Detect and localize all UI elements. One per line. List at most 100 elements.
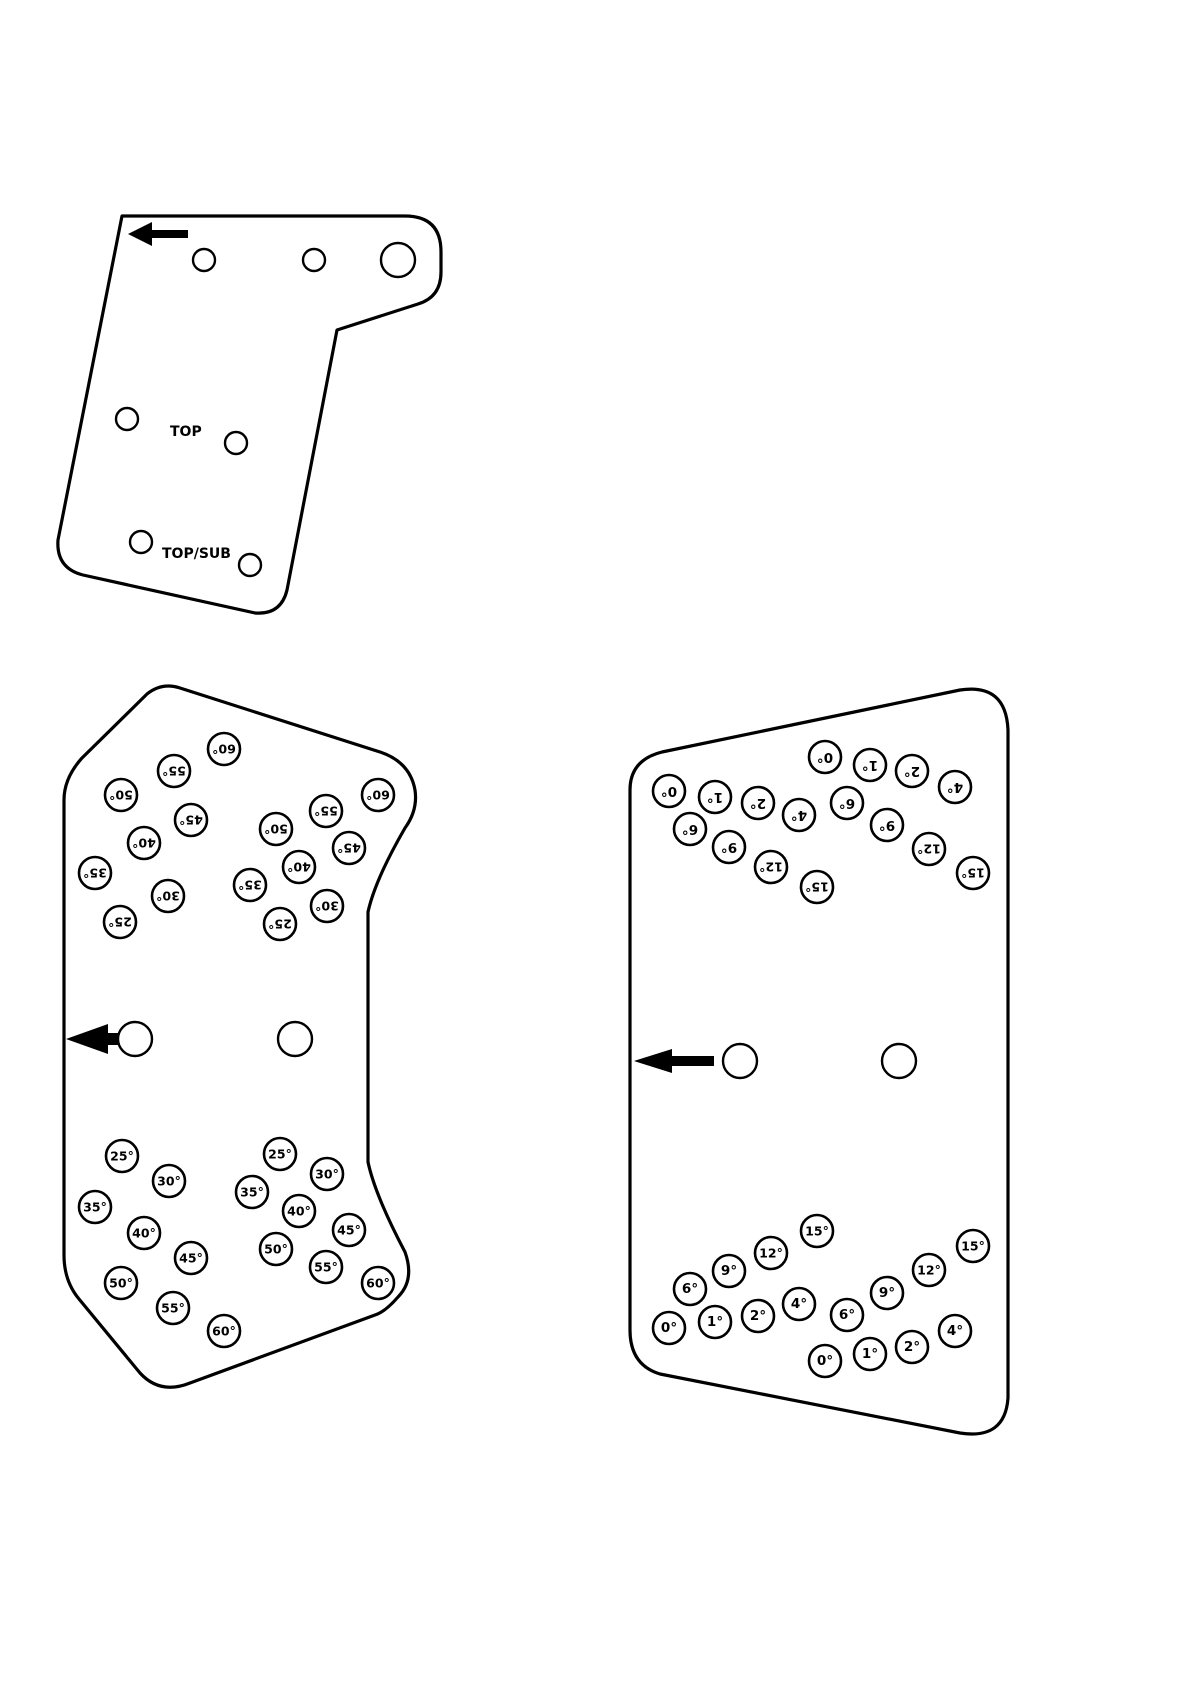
angle-mark: 15° xyxy=(957,1230,989,1262)
left-plate: 60° 55° 50° 45° 40° 35° 30° 25° 60° 55° 50° 45° 40° 3… xyxy=(64,686,416,1387)
angle-mark: 6° xyxy=(831,787,863,819)
angle-mark: 6° xyxy=(831,1299,863,1331)
angle-mark: 4° xyxy=(783,799,815,831)
angle-mark-label: 60° xyxy=(212,742,236,757)
angle-mark: 55° xyxy=(158,755,190,787)
angle-mark: 30° xyxy=(311,1158,343,1190)
angle-mark-label: 6° xyxy=(839,795,855,811)
angle-mark: 0° xyxy=(809,1345,841,1377)
angle-mark-label: 45° xyxy=(337,1223,361,1238)
angle-mark: 12° xyxy=(913,833,945,865)
angle-mark: 45° xyxy=(333,832,365,864)
angle-mark: 4° xyxy=(939,1315,971,1347)
mount-hole xyxy=(239,554,261,576)
angle-mark-label: 6° xyxy=(682,1281,698,1297)
angle-mark-label: 15° xyxy=(805,1224,829,1239)
angle-mark-label: 30° xyxy=(156,889,180,904)
angle-mark: 55° xyxy=(310,1251,342,1283)
angle-mark-label: 35° xyxy=(83,866,107,881)
angle-mark: 55° xyxy=(310,795,342,827)
angle-mark-label: 50° xyxy=(109,1276,133,1291)
center-hole xyxy=(118,1022,152,1056)
angle-mark-label: 55° xyxy=(161,1301,185,1316)
angle-mark-label: 25° xyxy=(268,1147,292,1162)
angle-mark: 30° xyxy=(311,890,343,922)
angle-mark-label: 50° xyxy=(264,1242,288,1257)
angle-mark-label: 2° xyxy=(904,763,920,779)
angle-mark: 15° xyxy=(801,1215,833,1247)
angle-mark: 25° xyxy=(264,908,296,940)
angle-mark: 2° xyxy=(896,755,928,787)
angle-mark: 4° xyxy=(939,771,971,803)
angle-mark-label: 25° xyxy=(110,1149,134,1164)
angle-mark-label: 30° xyxy=(315,1167,339,1182)
angle-mark: 45° xyxy=(175,804,207,836)
angle-mark-label: 9° xyxy=(721,1263,737,1279)
angle-mark-label: 0° xyxy=(817,1353,833,1369)
angle-mark-label: 15° xyxy=(805,880,829,895)
angle-mark-label: 12° xyxy=(917,1263,941,1278)
angle-mark: 30° xyxy=(152,880,184,912)
right-plate: 0° 1° 2° 4° 6° 9° 12° 15° 0° 1° 2° 4° 6° 9° 12° 15° 15°… xyxy=(630,689,1008,1434)
angle-mark-label: 60° xyxy=(366,1276,390,1291)
angle-mark: 1° xyxy=(854,1338,886,1370)
angle-mark: 9° xyxy=(871,809,903,841)
direction-arrow-icon xyxy=(128,222,188,246)
angle-mark: 12° xyxy=(755,1237,787,1269)
angle-mark: 45° xyxy=(175,1242,207,1274)
angle-mark-label: 55° xyxy=(162,764,186,779)
angle-mark-label: 25° xyxy=(268,917,292,932)
angle-mark: 2° xyxy=(896,1331,928,1363)
angle-mark-label: 9° xyxy=(879,1285,895,1301)
angle-mark: 25° xyxy=(264,1138,296,1170)
angle-mark: 15° xyxy=(801,871,833,903)
angle-mark-label: 40° xyxy=(287,860,311,875)
angle-mark: 30° xyxy=(153,1165,185,1197)
angle-mark-label: 0° xyxy=(661,1320,677,1336)
angle-mark: 25° xyxy=(104,906,136,938)
angle-mark-label: 45° xyxy=(337,841,361,856)
center-hole xyxy=(723,1044,757,1078)
angle-mark: 50° xyxy=(105,1267,137,1299)
right-upper-angle-marks: 0°1°2°4°6°9°12°15°0°1°2°4°6°9°12°15° xyxy=(653,741,989,903)
angle-mark: 35° xyxy=(236,1176,268,1208)
angle-mark-label: 2° xyxy=(904,1339,920,1355)
angle-mark: 35° xyxy=(79,857,111,889)
angle-mark-label: 0° xyxy=(817,749,833,765)
angle-mark: 35° xyxy=(79,1191,111,1223)
angle-mark-label: 55° xyxy=(314,1260,338,1275)
top-label: TOP xyxy=(170,424,202,440)
center-hole xyxy=(278,1022,312,1056)
direction-arrow-icon xyxy=(66,1024,120,1054)
mount-hole xyxy=(116,408,138,430)
angle-mark: 50° xyxy=(105,779,137,811)
angle-mark-label: 45° xyxy=(179,813,203,828)
angle-mark: 1° xyxy=(854,749,886,781)
mount-hole xyxy=(130,531,152,553)
angle-mark-label: 40° xyxy=(132,1226,156,1241)
angle-mark-label: 40° xyxy=(287,1204,311,1219)
mount-hole xyxy=(303,249,325,271)
angle-mark: 0° xyxy=(653,775,685,807)
angle-mark-label: 55° xyxy=(314,804,338,819)
angle-mark-label: 1° xyxy=(707,1314,723,1330)
angle-mark: 40° xyxy=(283,1195,315,1227)
angle-mark-label: 2° xyxy=(750,1308,766,1324)
angle-mark: 9° xyxy=(713,1255,745,1287)
angle-mark: 6° xyxy=(674,1273,706,1305)
angle-mark-label: 30° xyxy=(315,899,339,914)
mount-hole xyxy=(193,249,215,271)
angle-mark-label: 35° xyxy=(83,1200,107,1215)
direction-arrow-icon xyxy=(634,1049,714,1073)
angle-mark-label: 25° xyxy=(108,915,132,930)
angle-mark: 40° xyxy=(128,1217,160,1249)
left-upper-angle-marks: 60°55°50°45°40°35°30°25°60°55°50°45°40°3… xyxy=(79,733,394,940)
angle-mark-label: 9° xyxy=(879,817,895,833)
angle-mark: 6° xyxy=(674,813,706,845)
angle-mark-label: 4° xyxy=(791,1296,807,1312)
angle-mark-label: 15° xyxy=(961,1239,985,1254)
angle-mark-label: 6° xyxy=(682,821,698,837)
angle-mark-label: 2° xyxy=(750,795,766,811)
angle-mark: 50° xyxy=(260,813,292,845)
